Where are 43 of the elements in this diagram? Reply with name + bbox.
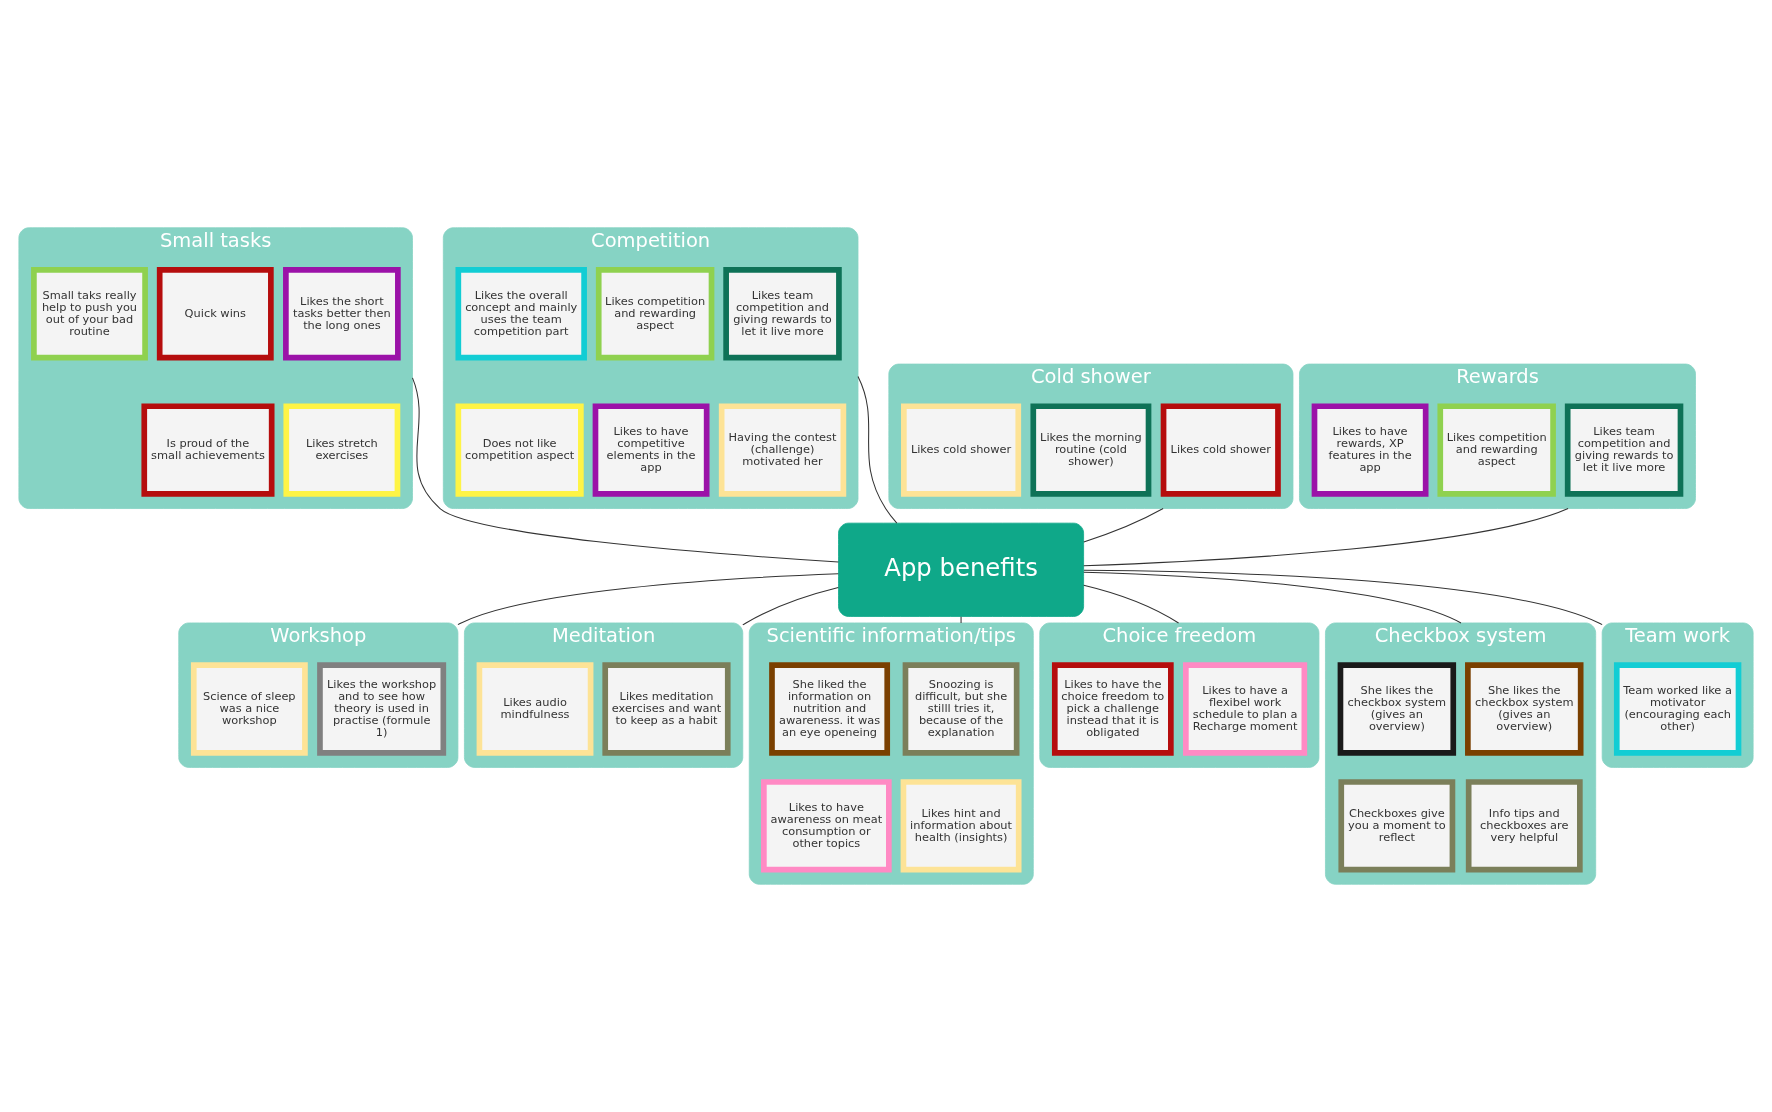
node-box: Is proud of the small achievements [141,403,275,497]
node-box: Checkboxes give you a moment to reflect [1338,779,1456,873]
node-box: Likes cold shower [901,403,1022,497]
node-box: Likes the overall concept and mainly uses the team competition part [455,267,587,361]
node-box: Likes to have rewards, XP features in the app [1311,403,1429,497]
connector [1083,508,1164,543]
connector [1083,508,1569,567]
node-box: She likes the checkbox system (gives an overview) [1465,662,1584,756]
node-box: Likes to have the choice freedom to pick a challenge instead that it is obligated [1051,662,1174,756]
connector [1083,569,1603,626]
node-box: Likes team competition and giving rewards to let it live more [723,267,842,361]
connector [960,616,962,624]
node-box: Likes to have competitive elements in the app [592,403,710,497]
node-box: Likes competition and rewarding aspect [595,267,715,361]
node-box: Likes the workshop and to see how theory is used in practise (formule 1) [317,662,447,756]
node-box: Quick wins [156,267,274,361]
node-box: Likes to have a flexibel work schedule to plan a Recharge moment [1183,662,1308,756]
node-box: Likes stretch exercises [283,403,401,497]
node-box: Snoozing is difficult, but she stilll tries it, because of the explanation [902,662,1020,756]
connector [1083,584,1180,624]
node-box: Team worked like a motivator (encouraging each other) [1613,662,1742,756]
node-box: App benefits [838,522,1084,617]
node-box: Likes competition and rewarding aspect [1437,403,1556,497]
node-box: Likes audio mindfulness [476,662,594,756]
connector [857,376,898,524]
node-box: Does not like competition aspect [455,403,584,497]
node-box: Likes the morning routine (cold shower) [1030,403,1152,497]
node-box: Likes meditation exercises and want to keep as a habit [602,662,731,756]
node-box: Likes the short tasks better then the long ones [283,267,401,361]
node-box: She likes the checkbox system (gives an overview) [1337,662,1457,756]
connector [457,573,839,626]
node-box: Having the contest (challenge) motivated her [718,403,847,497]
connector [742,587,839,626]
connector [1083,571,1462,624]
node-box: Likes to have awareness on meat consumption or other topics [761,779,892,873]
node-box: Likes team competition and giving rewards to let it live more [1564,403,1684,497]
node-box: Small taks really help to push you out of your bad routine [31,267,148,361]
node-box: Likes hint and information about health (insights) [900,779,1022,873]
connector [411,377,839,563]
node-box: She liked the information on nutrition and awareness. it was an eye openeing [769,662,891,756]
node-box: Science of sleep was a nice workshop [190,662,308,756]
node-box: Info tips and checkboxes are very helpful [1465,779,1583,873]
node-box: Likes cold shower [1160,403,1281,497]
